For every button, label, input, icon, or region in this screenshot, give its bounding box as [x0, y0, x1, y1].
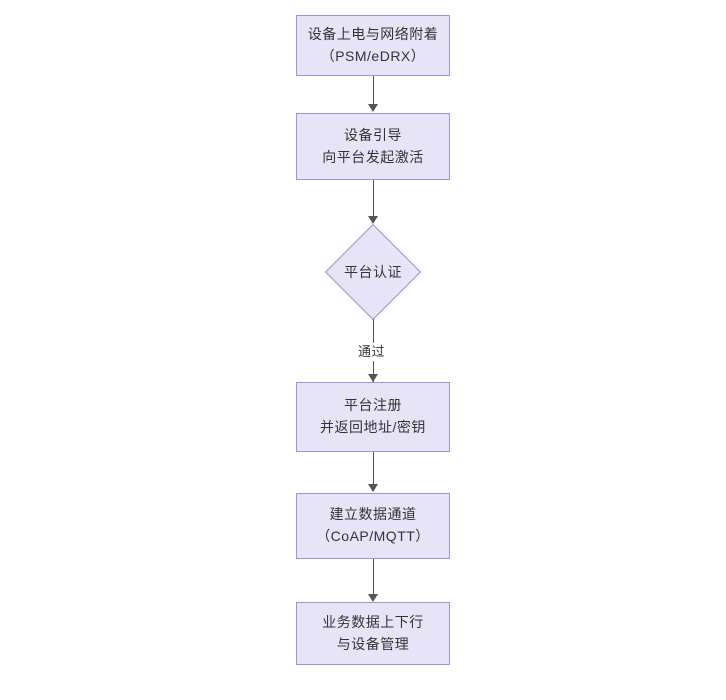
flow-node-bootstrap-line1: 设备引导 [344, 126, 402, 143]
flow-edge-label-pass: 通过 [355, 343, 389, 361]
flow-node-platform-auth[interactable]: 平台认证 [324, 223, 422, 320]
flow-node-business-data-line1: 业务数据上下行 [322, 613, 424, 630]
flow-node-power-on[interactable]: 设备上电与网络附着 （PSM/eDRX） [296, 15, 450, 76]
flow-node-platform-auth-label: 平台认证 [344, 263, 402, 280]
flow-connector-bootstrap-to-platform-auth [372, 180, 374, 217]
flow-connector-power-on-to-bootstrap [372, 76, 374, 105]
flow-node-bootstrap-line2: 向平台发起激活 [322, 148, 424, 165]
flow-node-business-data-line2: 与设备管理 [336, 635, 410, 652]
arrow-head-icon [368, 374, 378, 382]
flow-node-data-channel[interactable]: 建立数据通道 （CoAP/MQTT） [296, 493, 450, 559]
flow-node-bootstrap[interactable]: 设备引导 向平台发起激活 [296, 113, 450, 180]
arrow-head-icon [368, 216, 378, 224]
flow-node-data-channel-line1: 建立数据通道 [329, 506, 417, 523]
flow-node-business-data[interactable]: 业务数据上下行 与设备管理 [296, 602, 450, 665]
flow-node-data-channel-line2: （CoAP/MQTT） [316, 528, 430, 544]
flow-connector-data-channel-to-business-data [372, 559, 374, 595]
flow-connector-register-to-data-channel [372, 452, 374, 485]
arrow-head-icon [368, 484, 378, 492]
arrow-head-icon [368, 594, 378, 602]
arrow-head-icon [368, 104, 378, 112]
flow-node-power-on-line2: （PSM/eDRX） [320, 47, 426, 64]
flow-node-platform-register-line2: 并返回地址/密钥 [320, 419, 426, 435]
flow-node-power-on-line1: 设备上电与网络附着 [307, 25, 439, 42]
flow-node-platform-register-line1: 平台注册 [344, 397, 402, 414]
flow-node-platform-register[interactable]: 平台注册 并返回地址/密钥 [296, 382, 450, 452]
